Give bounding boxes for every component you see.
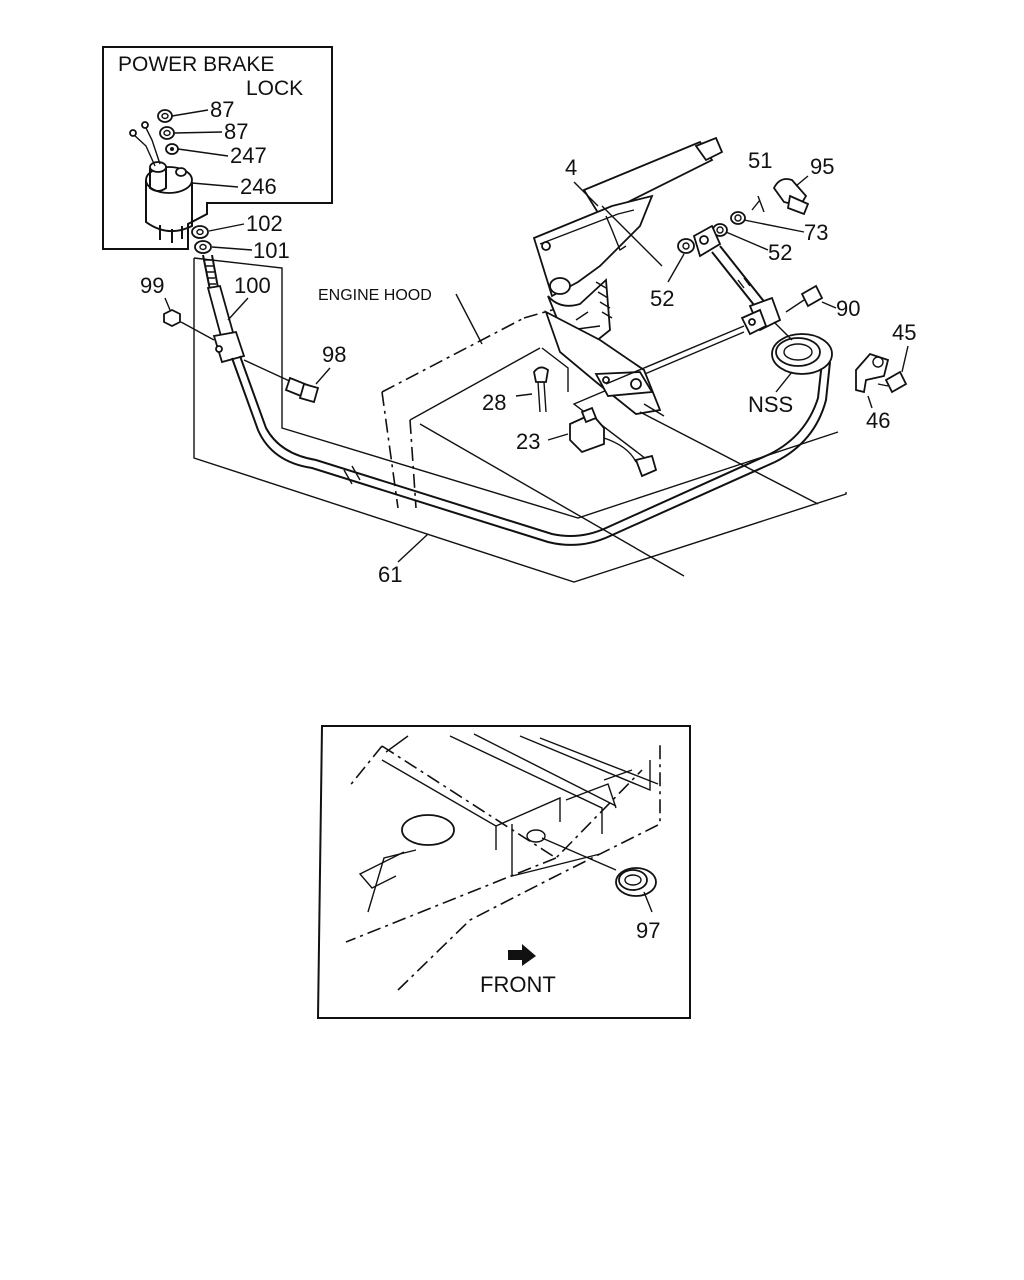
assembly-outline	[193, 257, 847, 583]
label-97: 97	[636, 918, 660, 943]
label-45: 45	[892, 320, 916, 345]
label-247: 247	[230, 143, 267, 168]
nut-102-101	[191, 223, 253, 254]
label-4: 4	[565, 155, 577, 180]
label-73: 73	[804, 220, 828, 245]
label-51: 51	[748, 148, 772, 173]
inset-leader-lines	[171, 109, 239, 188]
engine-hood-label: ENGINE HOOD	[318, 287, 432, 304]
front-label: FRONT	[480, 972, 556, 997]
label-98: 98	[322, 342, 346, 367]
brake-cable-assembly	[202, 254, 831, 546]
label-90: 90	[836, 296, 860, 321]
label-87-upper: 87	[210, 97, 234, 122]
label-87-lower: 87	[224, 119, 248, 144]
front-arrow-icon	[508, 944, 536, 966]
bracket-46-bolt-45	[855, 345, 909, 409]
label-101: 101	[253, 238, 290, 263]
label-46: 46	[866, 408, 890, 433]
label-61: 61	[378, 562, 402, 587]
inset-title-line1: POWER BRAKE	[118, 53, 274, 76]
label-99: 99	[140, 273, 164, 298]
inset-frame	[102, 46, 333, 250]
switch-23	[547, 406, 658, 478]
front-inset-frame	[316, 725, 691, 1019]
label-95: 95	[810, 154, 834, 179]
nut-99	[163, 308, 215, 341]
label-28: 28	[482, 390, 506, 415]
power-brake-lock-inset: POWER BRAKE LOCK 87 87 247 246	[102, 46, 333, 250]
label-102: 102	[246, 211, 283, 236]
engine-hood-outline	[381, 293, 745, 577]
label-52-right: 52	[768, 240, 792, 265]
parking-brake-lever	[532, 136, 724, 417]
bolt-28	[515, 366, 549, 413]
right-linkage	[677, 178, 833, 375]
label-nss: NSS	[748, 392, 793, 417]
inset-title-line2: LOCK	[246, 77, 303, 100]
label-52-left: 52	[650, 286, 674, 311]
label-100: 100	[234, 273, 271, 298]
label-246: 246	[240, 174, 277, 199]
washer-stack	[157, 109, 179, 155]
label-23: 23	[516, 429, 540, 454]
solenoid-lock-part	[129, 121, 193, 243]
bolt-98	[243, 359, 320, 404]
front-view-inset	[316, 725, 691, 1019]
